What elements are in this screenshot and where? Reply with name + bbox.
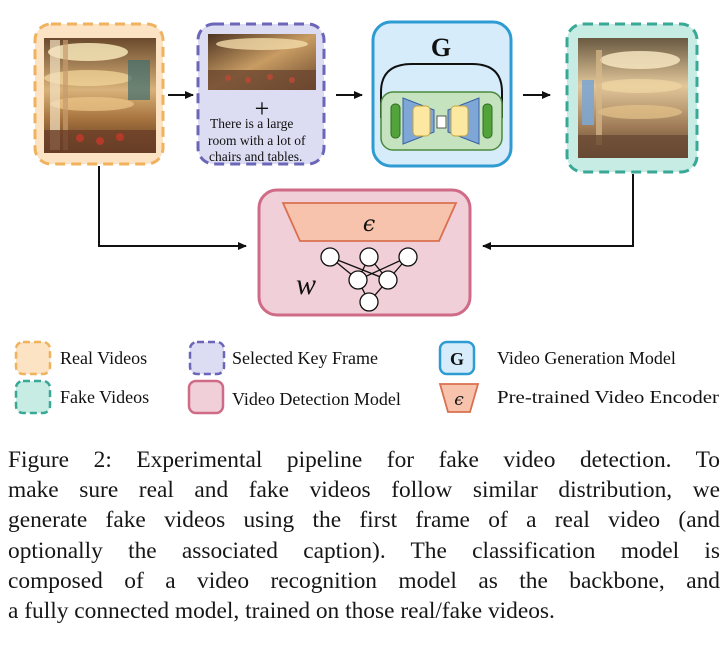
- plus-symbol: +: [255, 94, 270, 123]
- arrow-fake-to-detector: [482, 174, 634, 250]
- real-video-box: [33, 22, 165, 166]
- caption-line-1: Figure 2: Experimental pipeline for fake…: [8, 447, 720, 473]
- caption-line-2: make sure real and fake videos follow si…: [8, 477, 720, 504]
- fake-video-frame-image: [578, 38, 688, 158]
- legend-real-label: Real Videos: [60, 348, 147, 368]
- legend-encoder-symbol: ϵ: [454, 390, 464, 410]
- encoder-trapezoid: [281, 202, 458, 242]
- legend-detector-swatch: [187, 379, 225, 415]
- legend-real-swatch: [14, 340, 52, 376]
- caption-line-4: optionally the associated caption). The …: [8, 537, 720, 564]
- legend-fake-label: Fake Videos: [60, 387, 149, 407]
- unet-bar-left: [390, 103, 401, 139]
- legend-generator-symbol: G: [450, 349, 464, 369]
- caption-text-line-2: room with a lot of: [208, 133, 306, 148]
- unet-bar-right: [482, 103, 493, 139]
- caption-text-line-1: There is a large: [210, 116, 293, 131]
- key-frame-image: [208, 34, 316, 90]
- legend-detector-label: Video Detection Model: [232, 389, 401, 409]
- unet-block-right: [450, 105, 469, 137]
- generator-symbol: G: [431, 33, 451, 62]
- legend: Real Videos Fake Videos Selected Key Fra…: [14, 340, 719, 415]
- caption-line-6: a fully connected model, trained on thos…: [8, 598, 555, 625]
- unet-icon: [380, 91, 503, 151]
- generator-box: G: [371, 20, 513, 168]
- legend-encoder-label: Pre-trained Video Encoder: [497, 387, 719, 407]
- real-video-frame-image: [44, 38, 156, 153]
- legend-generator-swatch: [438, 340, 476, 376]
- classifier-weight-symbol: w: [296, 268, 316, 301]
- unet-block-left: [412, 105, 431, 137]
- fake-video-box: [565, 22, 699, 174]
- detection-model-box: ϵ w: [257, 188, 472, 317]
- legend-encoder-swatch: [438, 383, 480, 413]
- encoder-symbol: ϵ: [363, 212, 375, 237]
- classifier-network: [320, 247, 418, 312]
- caption-text-line-3: chairs and tables.: [209, 149, 302, 164]
- unet-skip-left: [436, 115, 447, 129]
- key-frame-box: + There is a large room with a lot of ch…: [196, 22, 326, 166]
- legend-fake-swatch: [14, 379, 52, 415]
- arrow-real-to-detector: [98, 166, 247, 250]
- legend-generator-label: Video Generation Model: [497, 348, 676, 368]
- caption-line-3: generate fake videos using the first fra…: [8, 507, 720, 534]
- pipeline-diagram: + There is a large room with a lot of ch…: [14, 20, 719, 415]
- legend-keyframe-label: Selected Key Frame: [232, 348, 378, 368]
- legend-keyframe-swatch: [188, 340, 226, 376]
- figure-caption: Figure 2: Experimental pipeline for fake…: [8, 445, 720, 626]
- caption-line-5: composed of a video recognition model as…: [8, 567, 720, 594]
